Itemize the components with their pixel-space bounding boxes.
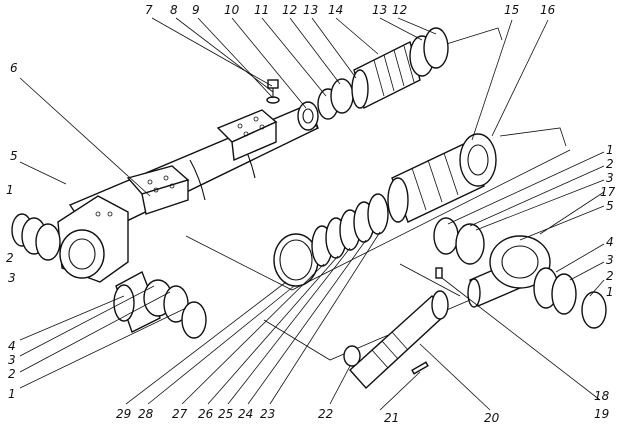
label-20: 20 — [484, 411, 500, 425]
label-15: 15 — [504, 3, 519, 17]
label-3-right: 3 — [606, 253, 614, 267]
part-labels: 7 8 9 10 11 12 13 14 13 12 15 16 6 5 1 2… — [6, 3, 616, 425]
label-1-right: 1 — [606, 285, 614, 299]
label-24: 24 — [238, 407, 253, 421]
label-22: 22 — [318, 407, 333, 421]
piston-rod — [343, 267, 449, 389]
label-1-left: 1 — [6, 183, 14, 197]
leader-lines — [19, 17, 605, 411]
rod-eye-right — [433, 217, 607, 329]
label-19: 19 — [594, 407, 609, 421]
piston-assembly-middle — [387, 133, 497, 223]
label-25: 25 — [218, 407, 233, 421]
bolt-assembly — [266, 79, 280, 104]
label-5-right: 5 — [606, 199, 614, 213]
label-13: 13 — [303, 3, 318, 17]
label-3-right-top: 3 — [606, 171, 614, 185]
label-1-left-bottom: 1 — [8, 387, 16, 401]
label-6: 6 — [10, 61, 18, 75]
label-29: 29 — [116, 407, 131, 421]
label-2-left: 2 — [6, 251, 14, 265]
label-28: 28 — [138, 407, 154, 421]
label-17: 17 — [600, 185, 616, 199]
label-2-right: 2 — [606, 269, 614, 283]
label-26: 26 — [198, 407, 214, 421]
label-2-left-bottom: 2 — [8, 367, 16, 381]
label-12: 12 — [282, 3, 297, 17]
label-11: 11 — [254, 3, 269, 17]
label-7: 7 — [145, 3, 153, 17]
label-21: 21 — [384, 411, 399, 425]
label-27: 27 — [172, 407, 188, 421]
label-8: 8 — [170, 3, 178, 17]
label-12b: 12 — [392, 3, 407, 17]
label-3-left-bottom: 3 — [8, 353, 16, 367]
label-1-right-top: 1 — [606, 143, 614, 157]
label-14: 14 — [328, 3, 343, 17]
label-4-right: 4 — [606, 235, 614, 249]
cylinder-tube — [57, 107, 320, 283]
label-9: 9 — [192, 3, 200, 17]
label-3-left: 3 — [8, 271, 16, 285]
seal-stack-lower — [273, 193, 389, 287]
label-23: 23 — [260, 407, 275, 421]
piston-seal-stack-upper — [297, 27, 449, 131]
label-16: 16 — [540, 3, 556, 17]
label-10: 10 — [224, 3, 240, 17]
label-18: 18 — [594, 389, 610, 403]
label-4-left: 4 — [8, 339, 16, 353]
label-13b: 13 — [372, 3, 387, 17]
label-5: 5 — [10, 149, 18, 163]
label-2-right-top: 2 — [606, 157, 614, 171]
